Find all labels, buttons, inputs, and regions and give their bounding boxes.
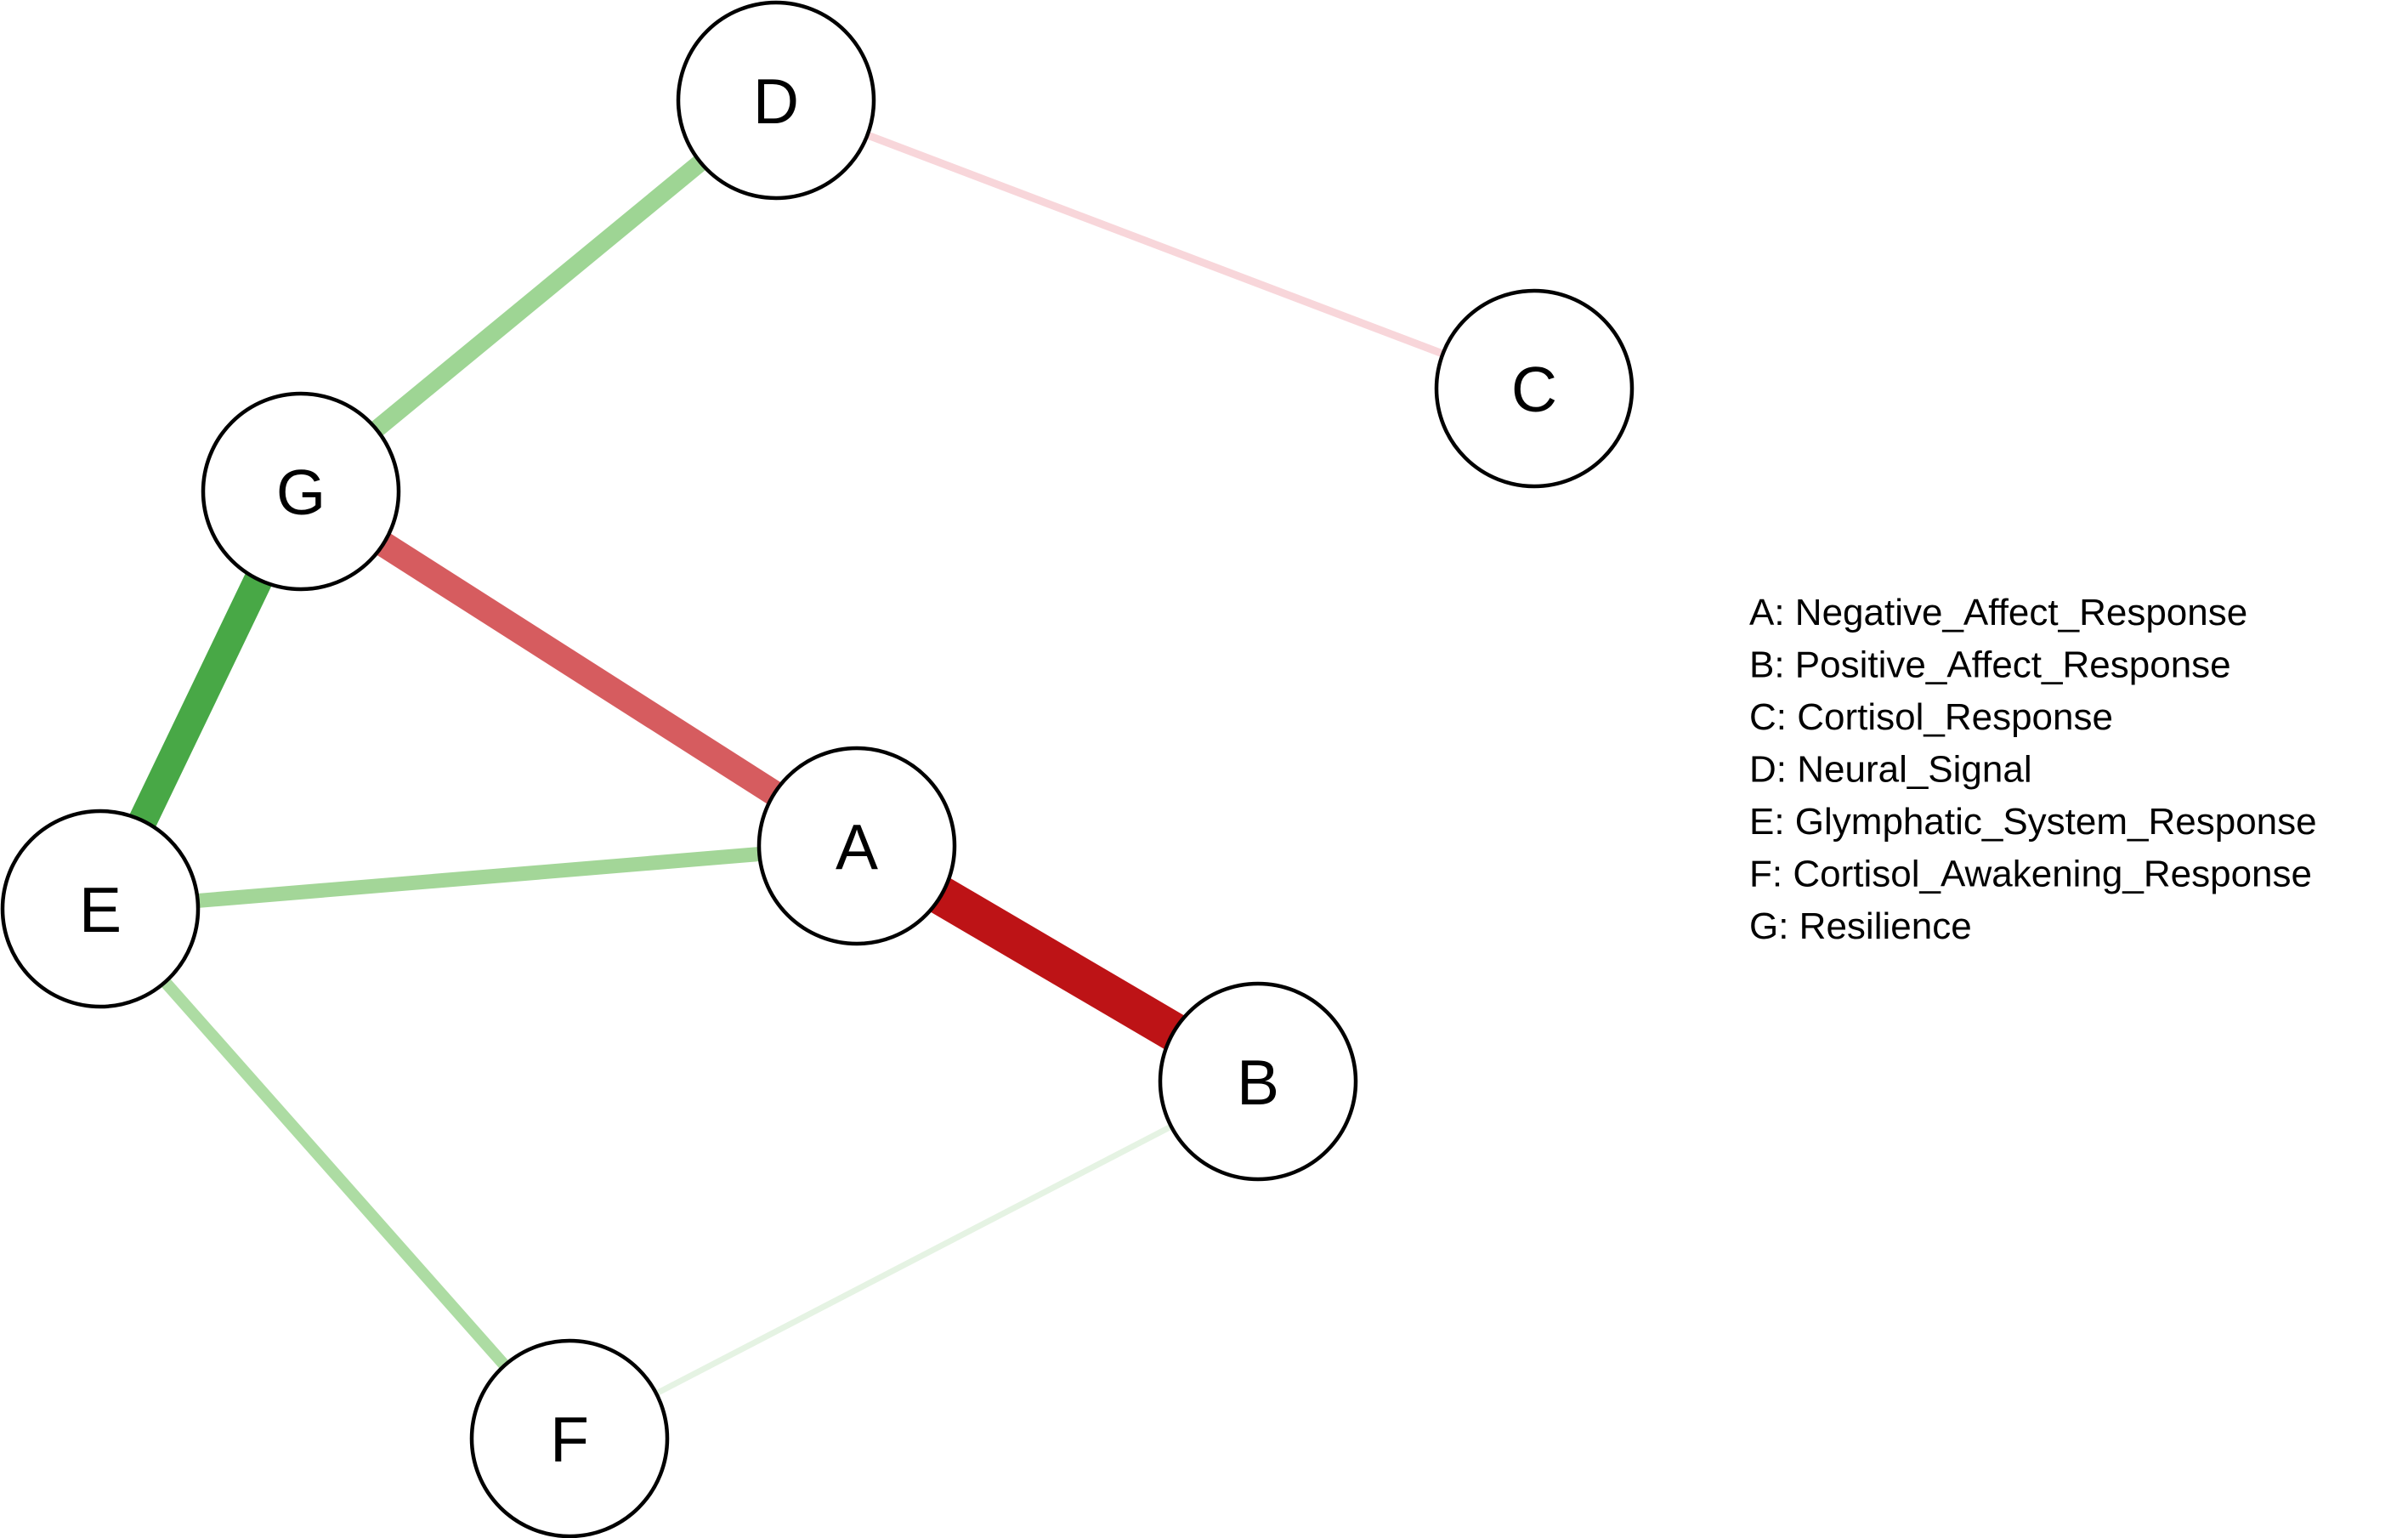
- node-F: F: [469, 1338, 670, 1538]
- node-E: E: [0, 809, 201, 1009]
- node-A: A: [756, 746, 957, 946]
- node-C: C: [1434, 288, 1635, 489]
- nodes-layer: A B C D E F G: [0, 0, 1635, 1538]
- node-E-circle: [0, 809, 201, 1009]
- edge-G-D: [295, 93, 782, 499]
- legend: A: Negative_Affect_Response B: Positive_A…: [1749, 592, 2317, 947]
- node-D: D: [676, 0, 876, 201]
- edge-F-B: [568, 1078, 1260, 1442]
- node-C-circle: [1434, 288, 1635, 489]
- edge-E-F: [95, 905, 575, 1443]
- node-G-circle: [201, 391, 401, 592]
- edge-G-A: [293, 480, 864, 857]
- node-F-label: F: [550, 1404, 589, 1475]
- legend-item-C: C: Cortisol_Response: [1749, 696, 2113, 738]
- legend-item-E: E: Glymphatic_System_Response: [1749, 801, 2317, 843]
- node-B-circle: [1158, 981, 1358, 1182]
- node-C-label: C: [1511, 354, 1557, 425]
- legend-item-B: B: Positive_Affect_Response: [1749, 644, 2231, 686]
- node-B: B: [1158, 981, 1358, 1182]
- node-A-circle: [756, 746, 957, 946]
- node-D-circle: [676, 0, 876, 201]
- legend-item-D: D: Neural_Signal: [1749, 749, 2032, 791]
- node-G-label: G: [276, 457, 326, 528]
- edge-D-C: [774, 96, 1536, 393]
- node-E-label: E: [79, 874, 122, 945]
- node-F-circle: [469, 1338, 670, 1538]
- node-G: G: [201, 391, 401, 592]
- legend-item-F: F: Cortisol_Awakening_Response: [1749, 854, 2312, 895]
- edge-E-A: [99, 838, 858, 917]
- node-A-label: A: [836, 811, 878, 883]
- node-D-label: D: [753, 65, 799, 137]
- legend-item-G: G: Resilience: [1749, 905, 1972, 947]
- legend-item-A: A: Negative_Affect_Response: [1749, 592, 2247, 633]
- node-B-label: B: [1237, 1047, 1279, 1118]
